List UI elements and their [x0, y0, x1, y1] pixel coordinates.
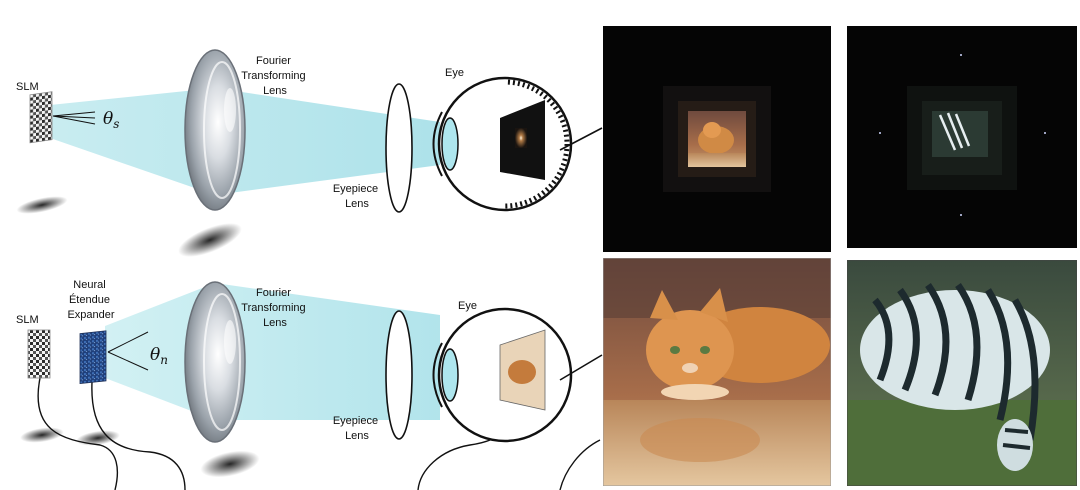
- bottom-slm-shadow: [20, 427, 64, 443]
- bottom-lens-label: Fourier Transforming Lens: [241, 287, 308, 329]
- bottom-lens-shadow: [200, 450, 260, 478]
- expander-label: Neural Étendue Expander: [67, 279, 114, 321]
- top-fourier-lens: [184, 49, 246, 211]
- top-eyepiece-lens: [385, 83, 413, 213]
- top-zebra-panel: [847, 26, 1077, 248]
- bottom-angle-marker: [107, 331, 149, 371]
- bottom-slm: [27, 329, 51, 379]
- cables: [37, 377, 601, 490]
- top-row: SLM θs Fourier Transforming Lens Eyepiec…: [16, 49, 603, 257]
- bottom-slm-label: SLM: [16, 314, 39, 326]
- top-eyepiece-label: Eyepiece Lens: [333, 183, 381, 210]
- bottom-fourier-lens: [184, 281, 246, 443]
- bottom-eyepiece-lens: [385, 310, 413, 440]
- top-eye: [432, 76, 573, 212]
- neural-etendue-expander: [79, 330, 107, 385]
- bottom-row: SLM Neural Étendue Expander θn Fourier T…: [16, 279, 603, 490]
- top-lens-label: Fourier Transforming Lens: [241, 55, 308, 97]
- top-slm: [29, 91, 53, 144]
- top-slm-shadow: [16, 196, 68, 214]
- top-angle-marker: [52, 111, 96, 125]
- bottom-connector-line: [559, 354, 603, 381]
- top-cat-panel: [603, 26, 831, 252]
- top-theta-s: θs: [103, 109, 119, 131]
- bottom-theta-n: θn: [150, 345, 168, 367]
- top-connector-line: [559, 127, 603, 151]
- bottom-eye-label: Eye: [458, 300, 477, 312]
- top-slm-label: SLM: [16, 81, 39, 93]
- bottom-zebra-panel: [847, 260, 1077, 486]
- bottom-cat-panel: [603, 258, 831, 486]
- top-eye-label: Eye: [445, 67, 464, 79]
- bottom-eyepiece-label: Eyepiece Lens: [333, 415, 381, 442]
- bottom-eye: [432, 307, 573, 443]
- top-lens-shadow: [178, 223, 242, 257]
- bottom-expander-shadow: [76, 430, 120, 446]
